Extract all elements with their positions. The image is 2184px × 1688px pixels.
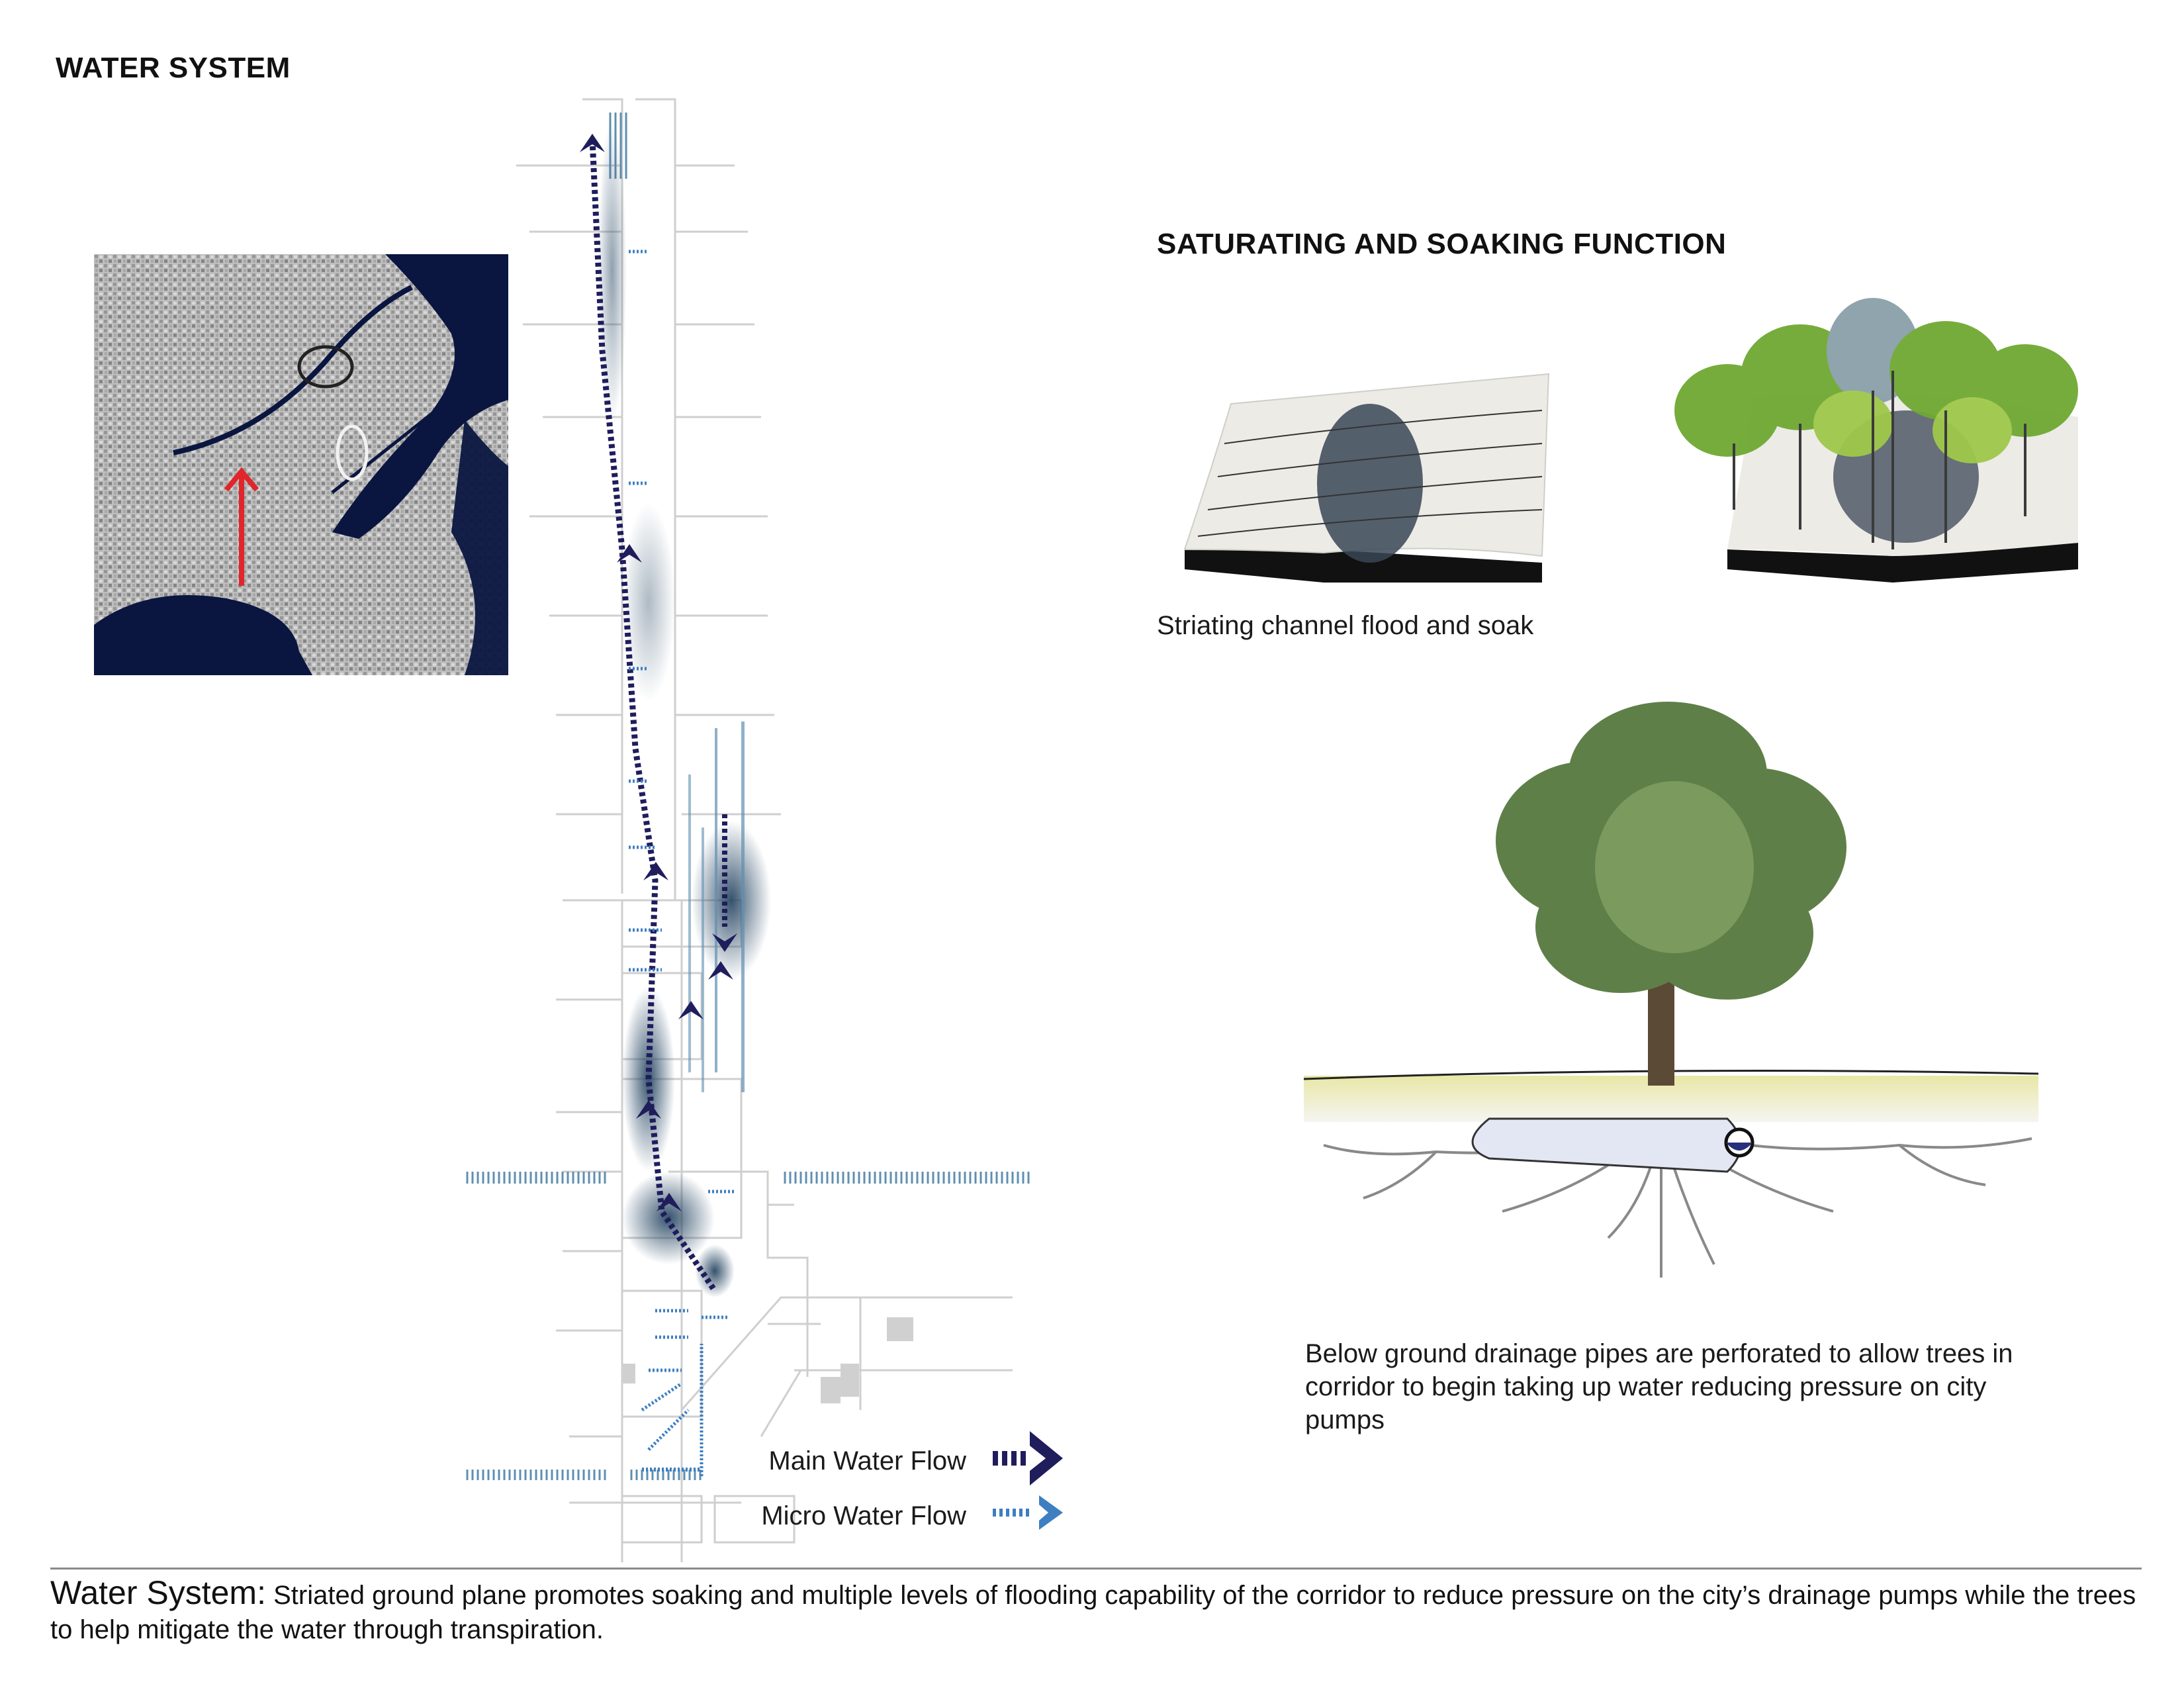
caption-drainage: Below ground drainage pipes are perforat… — [1305, 1339, 2013, 1434]
section-title-saturating: SATURATING AND SOAKING FUNCTION — [1157, 228, 1727, 260]
footer-description: Water System: Striated ground plane prom… — [50, 1575, 2142, 1647]
tree-drainage-section — [1304, 702, 2039, 1278]
route-arrow-icon — [224, 467, 259, 586]
footer-body: Striated ground plane promotes soaking a… — [50, 1581, 2136, 1644]
footer-lead: Water System: — [50, 1574, 266, 1611]
footer-divider — [50, 1568, 2142, 1570]
aerial-map — [94, 254, 508, 675]
caption-striating: Striating channel flood and soak — [1157, 611, 1534, 640]
dashed-arrow-right-icon — [993, 1495, 1063, 1530]
legend-main-flow-label: Main Water Flow — [768, 1446, 966, 1476]
page-title: WATER SYSTEM — [56, 52, 291, 84]
corridor-plan — [463, 98, 1032, 1562]
flooded-tree-model — [1674, 298, 2078, 583]
double-chevron-right-icon — [993, 1431, 1063, 1485]
legend-micro-flow-label: Micro Water Flow — [761, 1501, 966, 1530]
striated-ground-model — [1183, 373, 1550, 583]
